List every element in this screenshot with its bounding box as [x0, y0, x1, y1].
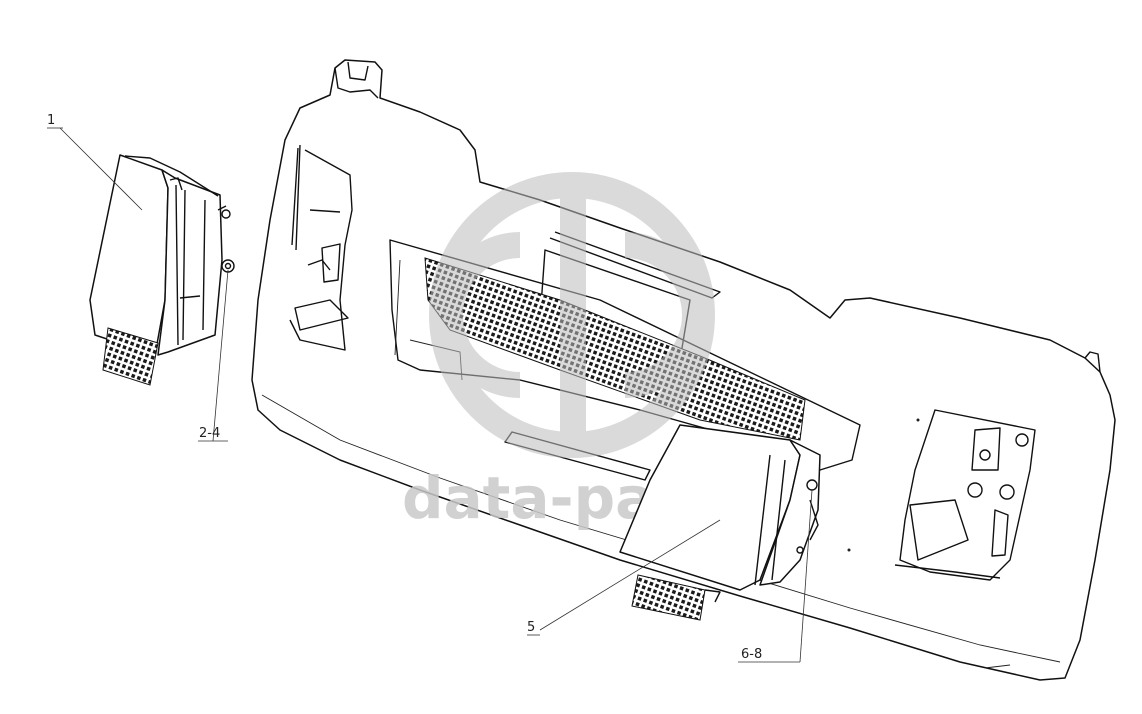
leader-line-2-4: [212, 269, 229, 442]
callout-1: 1: [47, 113, 55, 128]
leader-lines: [47, 127, 813, 663]
headlamp-left: [89, 154, 235, 386]
leader-line-6-8: [799, 489, 813, 663]
callout-6-8: 6-8: [741, 647, 762, 662]
leader-line-1: [59, 127, 143, 211]
headlamp-right: [619, 424, 821, 621]
leader-line-5: [539, 519, 721, 631]
callout-2-4: 2-4: [199, 426, 220, 441]
watermark-logo: [429, 172, 715, 458]
callout-5: 5: [527, 620, 535, 635]
